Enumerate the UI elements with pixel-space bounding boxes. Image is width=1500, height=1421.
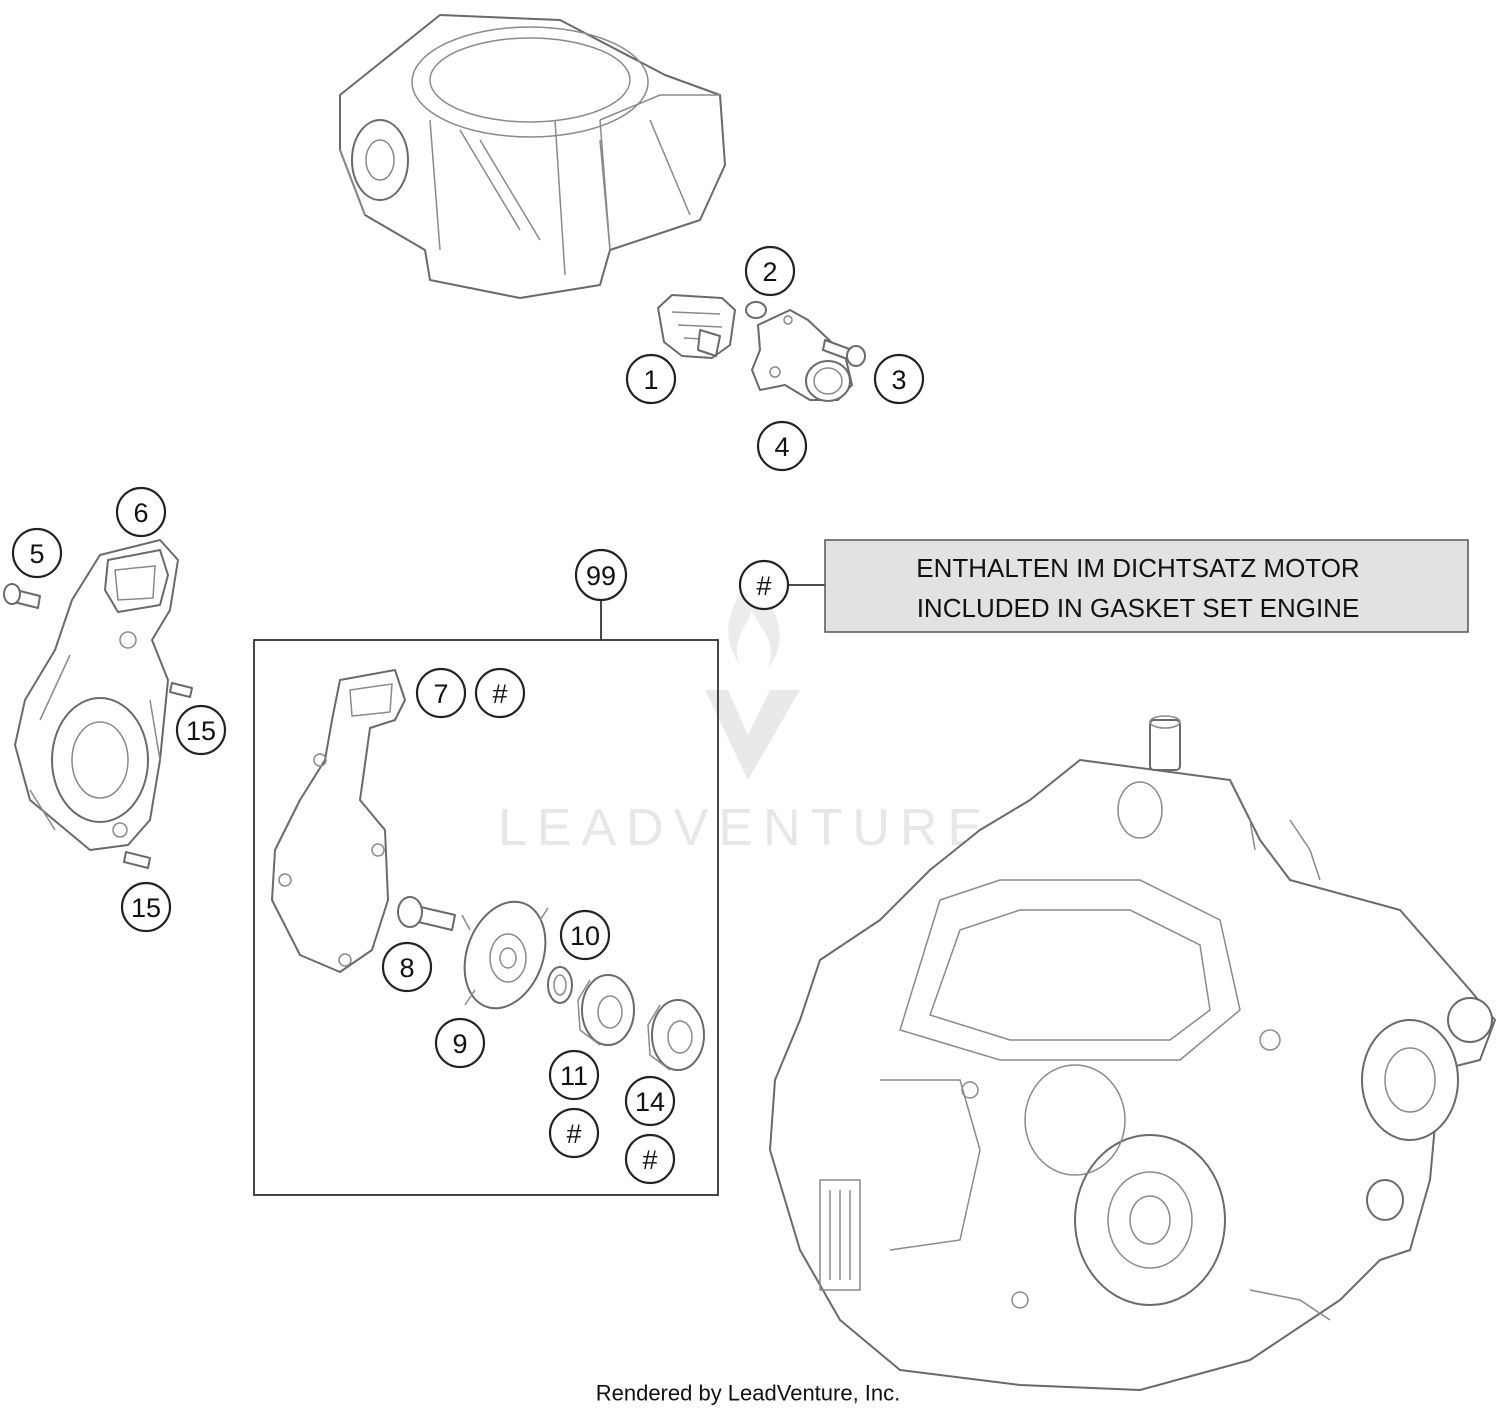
callout-7: 7 (415, 667, 467, 719)
engine-case-drawing (769, 715, 1496, 1391)
callout-2: 2 (744, 245, 796, 297)
callout-label: 10 (570, 921, 600, 951)
callout-15-lower: 15 (120, 881, 172, 933)
dowel-15-upper-drawing (169, 682, 193, 698)
rendered-by-footer: Rendered by LeadVenture, Inc. (596, 1381, 901, 1406)
screw-small-drawing (745, 301, 767, 319)
callout-99: 99 (574, 548, 628, 602)
legend-box (824, 539, 1469, 633)
callout-label: 3 (891, 365, 906, 395)
cylinder-drawing (339, 14, 726, 299)
callout-label: 4 (774, 432, 789, 462)
callout-11: 11 (548, 1049, 600, 1101)
callout-6: 6 (115, 486, 167, 538)
callout-label: 15 (131, 893, 161, 923)
callout-hash-7: # (474, 667, 526, 719)
bolt-5-drawing (3, 583, 41, 609)
callout-label: 9 (452, 1029, 467, 1059)
gasket-drawing (271, 669, 406, 973)
pump-bolt-drawing (397, 896, 456, 931)
legend-line-de: ENTHALTEN IM DICHTSATZ MOTOR (916, 553, 1359, 583)
callout-8: 8 (381, 941, 433, 993)
callout-label: # (756, 571, 771, 601)
seal-ring-drawing (647, 999, 705, 1071)
watermark: LEADVENTURE (498, 585, 992, 857)
callout-label: 1 (643, 365, 658, 395)
callout-9: 9 (434, 1017, 486, 1069)
bolt-3-drawing (822, 339, 866, 367)
callout-label: 11 (560, 1061, 588, 1091)
callout-5: 5 (11, 527, 63, 579)
callout-label: 99 (586, 561, 616, 591)
callout-hash-14: # (624, 1133, 676, 1185)
callout-hash-11: # (548, 1107, 600, 1159)
callout-label: 14 (635, 1087, 665, 1117)
impeller-drawing (461, 900, 549, 1010)
callout-label: 8 (399, 953, 414, 983)
watermark-logo-icon (705, 690, 800, 780)
dowel-15-lower-drawing (123, 851, 151, 869)
callout-4: 4 (756, 420, 808, 472)
shaft-seal-drawing (577, 974, 635, 1046)
thermostat-drawing (657, 294, 736, 359)
thermostat-housing-drawing (751, 309, 853, 402)
kit-frame-99 (253, 639, 719, 1196)
callout-hash-legend: # (738, 559, 790, 611)
callout-label: 2 (762, 257, 777, 287)
callout-10: 10 (559, 909, 611, 961)
callout-3: 3 (873, 353, 925, 405)
washer-drawing (547, 966, 573, 1004)
watermark-text: LEADVENTURE (498, 799, 992, 857)
legend-note: # ENTHALTEN IM DICHTSATZ MOTOR INCLUDED … (738, 539, 1469, 633)
callout-14: 14 (624, 1075, 676, 1127)
legend-line-en: INCLUDED IN GASKET SET ENGINE (917, 593, 1360, 623)
callout-label: 5 (29, 539, 44, 569)
callout-label: # (642, 1145, 657, 1175)
callout-label: 6 (133, 498, 148, 528)
water-pump-cover-drawing (14, 539, 179, 851)
callout-15-upper: 15 (175, 704, 227, 756)
callout-label: 7 (433, 679, 448, 709)
callout-1: 1 (625, 353, 677, 405)
callout-label: 15 (186, 716, 216, 746)
callout-label: # (492, 679, 507, 709)
callout-label: # (566, 1119, 581, 1149)
